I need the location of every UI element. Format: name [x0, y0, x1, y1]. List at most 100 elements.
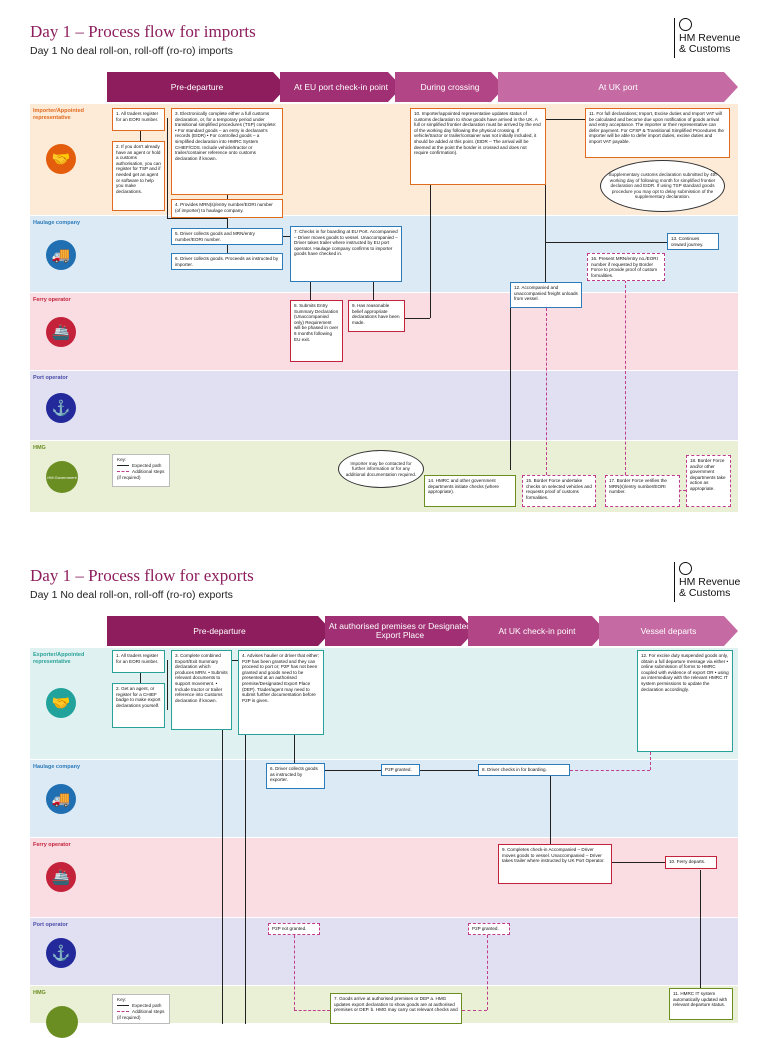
export-p2p-granted: P2P granted.	[381, 764, 420, 776]
logo-line-2: & Customs	[679, 43, 731, 55]
export-step-7: 7. Goods arrive at authorised premises o…	[330, 993, 462, 1024]
lane-label: Ferry operator	[33, 842, 71, 848]
optional-connector	[650, 752, 651, 770]
optional-connector	[487, 935, 488, 1010]
import-step-4: 4. Provides MRN(s)/entry number/EORI num…	[171, 199, 283, 218]
hmrc-logo: HM Revenue & Customs	[679, 562, 740, 599]
logo-line-1: HM Revenue	[679, 576, 741, 588]
connector	[545, 242, 667, 243]
key-expected: Expected path	[132, 1003, 162, 1008]
lane-label: Port operator	[33, 922, 68, 928]
import-step-5: 5. Driver collects goods and MRN/entry n…	[171, 228, 283, 245]
lane-label: Ferry operator	[33, 297, 71, 303]
imports-title: Day 1 – Process flow for imports	[30, 22, 256, 41]
hmg-logo-text: HM Government	[47, 474, 77, 480]
connector	[294, 735, 295, 763]
truck-icon: 🚚	[46, 784, 76, 814]
logo-line-2: & Customs	[679, 587, 731, 599]
connector	[405, 318, 430, 319]
export-p2p-granted-port: P2P granted.	[468, 923, 510, 935]
handshake-icon: 🤝	[46, 688, 76, 718]
import-step-16: 16. Present MRN/entry no./EORI number if…	[587, 253, 665, 281]
optional-connector	[570, 770, 650, 771]
import-step-10: 10. Importer/appointed representative up…	[410, 108, 546, 185]
exports-phase-pre-departure: Pre-departure	[107, 616, 332, 646]
key-title: Key:	[117, 997, 127, 1002]
imports-phase-pre-departure: Pre-departure	[107, 72, 287, 102]
connector	[420, 770, 478, 771]
dashed-line-swatch	[117, 471, 129, 473]
solid-line-swatch	[117, 465, 129, 467]
handshake-icon: 🤝	[46, 144, 76, 174]
optional-connector	[462, 1010, 487, 1011]
connector	[232, 660, 238, 661]
lane-label: HMG	[33, 990, 46, 996]
import-step-9: 9. Has reasonable belief appropriate dec…	[348, 300, 405, 332]
connector	[545, 119, 585, 120]
import-step-12: 12. Accompanied and unaccompanied freigh…	[510, 282, 582, 308]
import-step-18: 18. Border Force and/or other government…	[686, 455, 731, 507]
key-expected: Expected path	[132, 463, 162, 468]
export-step-1: 1. All traders register for an EORI numb…	[112, 650, 165, 673]
lane-label: HMG	[33, 445, 46, 451]
import-step-14: 14. HMRC and other government department…	[424, 475, 516, 507]
hmrc-logo: HM Revenue & Customs	[679, 18, 740, 55]
import-step-8: 8. Submits Entry Summary Declaration (Un…	[290, 300, 343, 362]
ship-icon: 🚢	[46, 862, 76, 892]
lane-label: Haulage company	[33, 220, 81, 226]
export-p2p-not-granted: P2P not granted.	[268, 923, 320, 935]
import-step-1: 1. All traders register for an EORI numb…	[112, 108, 165, 131]
export-step-2: 2. Get an agent, or register for a CHIEF…	[112, 683, 165, 728]
exports-lane-port: Port operator ⚓	[30, 918, 738, 986]
imports-lane-port: Port operator ⚓	[30, 371, 738, 441]
import-step-3: 3. Electronically complete either a full…	[171, 108, 283, 195]
optional-connector	[294, 930, 295, 1010]
optional-connector	[294, 1010, 330, 1011]
export-step-6: 6. Driver collects goods as instructed b…	[266, 763, 325, 789]
lane-label: Port operator	[33, 375, 68, 381]
export-step-10: 10. Ferry departs.	[665, 856, 717, 869]
exports-phase-authorised-premises: At authorised premises or Designated Exp…	[325, 616, 475, 646]
import-step-2: 2. If you don't already have an agent or…	[112, 141, 165, 211]
truck-icon: 🚚	[46, 240, 76, 270]
connector	[167, 218, 227, 219]
connector	[283, 236, 292, 237]
imports-subtitle: Day 1 No deal roll-on, roll-off (ro-ro) …	[30, 45, 233, 57]
exports-title: Day 1 – Process flow for exports	[30, 566, 254, 585]
optional-connector	[625, 280, 626, 475]
exports-phase-uk-check-in: At UK check-in point	[468, 616, 606, 646]
solid-line-swatch	[117, 1005, 129, 1007]
crown-crest-icon	[679, 562, 692, 575]
import-step-11-supplementary: Supplementary customs declaration submit…	[600, 160, 725, 212]
key-additional: Additional steps (if required)	[117, 1009, 165, 1020]
import-step-17: 17. Border Force verifies the MRN(s)/ent…	[605, 475, 680, 507]
logo-divider	[674, 562, 675, 602]
connector	[222, 730, 223, 1024]
connector	[310, 282, 311, 300]
imports-phase-crossing: During crossing	[395, 72, 505, 102]
logo-divider	[674, 18, 675, 58]
optional-connector	[546, 308, 547, 475]
connector	[545, 119, 546, 282]
connector	[325, 770, 381, 771]
export-step-9: 9. Completes check-in Accompanied – Driv…	[498, 844, 612, 884]
imports-phase-eu-port: At EU port check-in point	[280, 72, 402, 102]
imports-lane-ferry: Ferry operator 🚢	[30, 293, 738, 371]
connector	[612, 862, 665, 863]
connector	[140, 131, 141, 141]
export-step-8: 8. Driver checks in for boarding.	[478, 764, 570, 776]
exports-key: Key: Expected path Additional steps (if …	[112, 994, 170, 1024]
import-step-6: 6. Driver collects goods. Proceeds as in…	[171, 253, 283, 270]
connector	[245, 735, 246, 1024]
hm-government-logo: HM Government	[46, 461, 78, 493]
ship-icon: 🚢	[46, 317, 76, 347]
connector	[550, 776, 551, 844]
export-step-11: 11. HMRC IT system automatically updated…	[669, 988, 733, 1020]
connector	[167, 660, 168, 710]
connector	[227, 243, 228, 253]
dashed-line-swatch	[117, 1011, 129, 1013]
export-step-3: 3. Complete combined Export/Exit Summary…	[171, 650, 232, 730]
import-step-11: 11. For full declarations; Import, Excis…	[585, 108, 730, 158]
connector	[167, 118, 168, 218]
import-step-7: 7. Checks in for boarding at EU Port. Ac…	[290, 226, 402, 282]
